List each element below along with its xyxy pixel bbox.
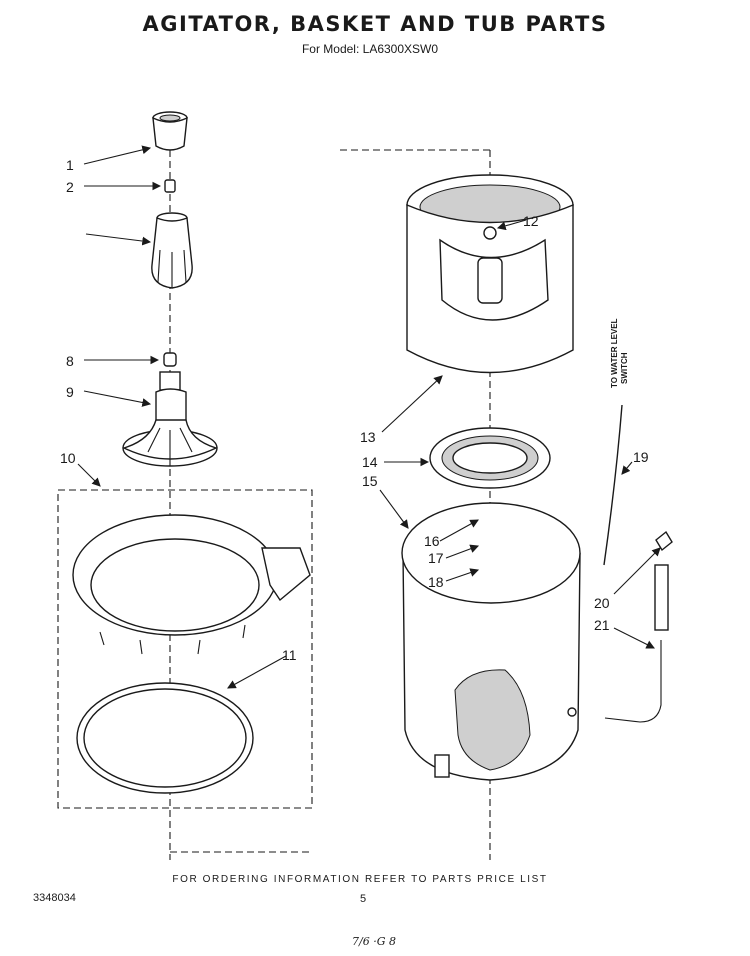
callout-2: 2 <box>66 179 74 195</box>
part-pressure-hose <box>603 404 623 566</box>
water-level-note-line1: TO WATER LEVEL <box>610 318 619 388</box>
page-title: AGITATOR, BASKET AND TUB PARTS <box>142 12 608 36</box>
ordering-note: FOR ORDERING INFORMATION REFER TO PARTS … <box>172 874 548 885</box>
water-level-note: TO WATER LEVEL SWITCH <box>610 318 629 388</box>
part-drive-ring <box>72 514 311 655</box>
callout-14: 14 <box>362 454 378 470</box>
part-seal <box>163 352 177 367</box>
handwritten-note: 7/6 ·G 8 <box>352 935 396 948</box>
part-basket <box>406 174 574 374</box>
callout-12: 12 <box>523 213 539 229</box>
callout-16: 16 <box>424 533 440 549</box>
part-screw <box>164 179 176 193</box>
callout-10: 10 <box>60 450 76 466</box>
callout-21: 21 <box>594 617 610 633</box>
part-box-outline <box>57 489 313 809</box>
callout-1: 1 <box>66 157 74 173</box>
callout-17: 17 <box>428 550 444 566</box>
callout-15: 15 <box>362 473 378 489</box>
document-number: 3348034 <box>33 892 76 904</box>
callout-8: 8 <box>66 353 74 369</box>
part-agitator-base <box>122 371 218 467</box>
callout-19: 19 <box>633 449 649 465</box>
callout-13: 13 <box>360 429 376 445</box>
callout-18: 18 <box>428 574 444 590</box>
callout-20: 20 <box>594 595 610 611</box>
page-number: 5 <box>360 893 367 905</box>
part-tub-ring <box>429 427 551 489</box>
part-drain-hose <box>604 530 673 723</box>
water-level-note-line2: SWITCH <box>620 352 629 384</box>
callout-9: 9 <box>66 384 74 400</box>
callout-11: 11 <box>282 647 297 663</box>
part-tub <box>401 502 581 781</box>
part-belt-ring <box>76 682 254 794</box>
part-agitator-cap <box>152 111 188 151</box>
part-agitator-barrel <box>151 212 193 289</box>
model-line: For Model: LA6300XSW0 <box>301 42 439 56</box>
